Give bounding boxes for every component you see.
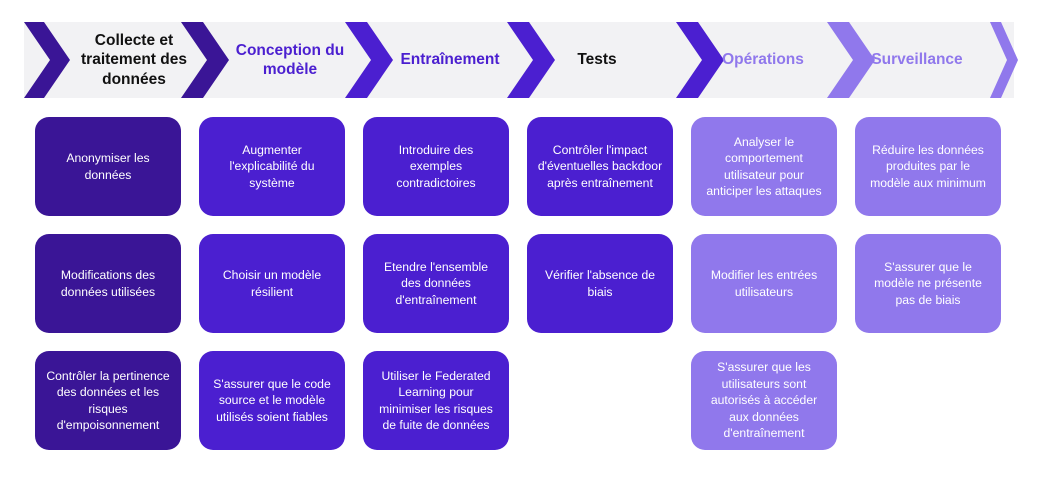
stage-label-operations: Opérations [722,51,804,69]
stage-label-tests: Tests [577,51,617,69]
card-tests-2: Vérifier l'absence de biais [527,234,673,333]
chevron-arrow-3 [345,22,393,98]
card-surveillance-1: Réduire les données produites par le mod… [855,117,1001,216]
card-surveillance-2: S'assurer que le modèle ne présente pas … [855,234,1001,333]
stage-label-surveillance: Surveillance [871,51,963,69]
card-collecte-2: Modifications des données utilisées [35,234,181,333]
card-operations-2: Modifier les entrées utilisateurs [691,234,837,333]
chevron-arrow-5 [676,22,724,98]
card-collecte-3: Contrôler la pertinence des données et l… [35,351,181,450]
card-conception-2: Choisir un modèle résilient [199,234,345,333]
stage-chevrons [24,22,1018,98]
card-operations-3: S'assurer que les utilisateurs sont auto… [691,351,837,450]
card-tests-1: Contrôler l'impact d'éventuelles backdoo… [527,117,673,216]
card-entrainement-2: Etendre l'ensemble des données d'entraîn… [363,234,509,333]
card-operations-1: Analyser le comportement utilisateur pou… [691,117,837,216]
card-entrainement-3: Utiliser le Federated Learning pour mini… [363,351,509,450]
stage-label-entrainement: Entraînement [400,51,500,69]
chevron-arrow-6 [827,22,875,98]
stage-label-collecte: Collecte et traitement des données [81,31,187,88]
card-conception-3: S'assurer que le code source et le modèl… [199,351,345,450]
chevron-arrow-4 [507,22,555,98]
chevron-arrow-7 [990,22,1018,98]
card-collecte-1: Anonymiser les données [35,117,181,216]
card-entrainement-1: Introduire des exemples contradictoires [363,117,509,216]
stage-label-conception: Conception du modèle [235,41,345,78]
card-conception-1: Augmenter l'explicabilité du système [199,117,345,216]
chevron-arrow-1 [24,22,70,98]
chevron-arrow-2 [181,22,229,98]
